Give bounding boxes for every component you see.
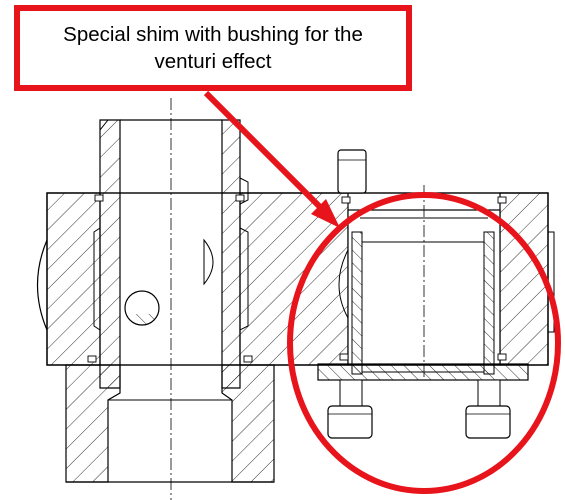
body-right-section [499,192,549,366]
housing-upper-right-wall [221,119,241,389]
housing-groove [239,177,249,205]
callout-box: Special shim with bushing for the ventur… [14,5,412,91]
body-left-section [46,192,101,366]
venturi-assembly [317,149,529,439]
highlight-ellipse [287,192,561,494]
callout-arrow-shaft [203,90,328,215]
shim-plate [317,363,529,381]
housing-upper-left-wall [99,119,121,389]
top-pin [337,149,367,194]
left-housing [65,98,275,500]
inner-lens [203,238,214,286]
left-screw [327,379,373,439]
thread-top [99,119,241,131]
bushing-left-wall [351,231,363,375]
left-bulge [36,239,48,331]
right-screw [465,379,511,439]
callout-arrowhead [311,199,340,228]
bushing-right-wall [483,231,495,375]
callout-label: Special shim with bushing for the ventur… [63,23,363,73]
bore-side-lens [338,249,349,319]
housing-lower-right [221,364,275,483]
housing-lower-left [65,364,121,483]
